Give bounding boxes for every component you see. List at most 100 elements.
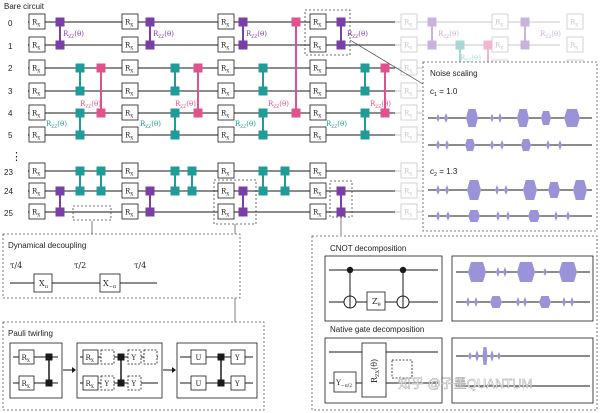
rx-gate xyxy=(400,59,418,76)
rx-gate-label-symbol: R xyxy=(32,132,38,140)
pulse-envelope xyxy=(564,109,580,127)
rx-gate-label-sub: X xyxy=(226,214,230,219)
decomposition-panel: CNOT decomposition Native gate decomposi… xyxy=(311,235,598,411)
rx-gate-label-symbol: R xyxy=(32,209,38,217)
c1-subscript: 1 xyxy=(434,92,437,98)
cnot-z-label: Zθ xyxy=(372,297,381,308)
rzz-gate-target xyxy=(360,86,370,96)
pulse-spike xyxy=(554,211,558,221)
twirl-y-bottom-symbol: Y xyxy=(234,380,240,388)
rzz-gate-label: RZZ(θ) xyxy=(63,30,84,40)
rzz-gate-label-symbol: R xyxy=(540,30,546,38)
rx-gate-label-sub: X xyxy=(130,70,134,75)
rx-gate-label-symbol: R xyxy=(313,110,319,118)
rx-gate-label: RX xyxy=(570,19,579,29)
rx-gate-label-symbol: R xyxy=(32,168,38,176)
rx-gate-label-sub: X xyxy=(318,70,322,75)
pulse-spike xyxy=(446,211,450,221)
pulse-spike xyxy=(558,140,562,150)
rx-gate xyxy=(400,126,418,143)
pulse-spike xyxy=(546,140,550,150)
rzz-gate-label: RZZ(θ) xyxy=(175,100,196,110)
pulse-spike xyxy=(566,211,570,221)
pulse-spike xyxy=(496,267,500,277)
rx-gate-label: RX xyxy=(32,88,41,98)
rx-gate-label-sub: X xyxy=(226,137,230,142)
rzz-gate-control xyxy=(258,166,268,176)
pulse-envelope xyxy=(517,262,535,282)
rx-gate-label: RX xyxy=(221,19,230,29)
rx-gate-label-sub: X xyxy=(575,24,579,29)
pulse-spike xyxy=(570,297,574,307)
rzz-gate-target xyxy=(427,40,437,50)
rzz-gate-label-sub: ZZ xyxy=(180,105,186,110)
dd-x-minus-pi-symbol: X xyxy=(103,279,109,288)
qubit-label-25: 25 xyxy=(4,209,13,218)
twirl-u-top-symbol: U xyxy=(196,354,202,362)
rzz-gate-target xyxy=(258,130,268,140)
rx-gate xyxy=(28,182,46,199)
rx-gate-label: RX xyxy=(404,110,413,120)
twirl-rx-bottom-2-symbol: R xyxy=(86,380,92,388)
rx-gate-label: RX xyxy=(221,65,230,75)
rx-gate-label: RX xyxy=(313,65,322,75)
rx-gate xyxy=(28,82,46,99)
rzz-gate-control xyxy=(427,17,437,27)
pulse-spike xyxy=(543,268,547,276)
twirl-rx-top-2 xyxy=(82,349,99,365)
rx-gate-label-sub: X xyxy=(130,193,134,198)
rx-gate-label: RX xyxy=(32,19,41,29)
rx-gate-label: RX xyxy=(125,88,134,98)
native-title: Native gate decomposition xyxy=(330,325,424,334)
rzz-gate-target xyxy=(170,86,180,96)
rx-gate-label-symbol: R xyxy=(404,88,410,96)
qubit-label-2: 2 xyxy=(8,64,13,73)
rx-gate xyxy=(400,36,418,53)
cnot-z-symbol: Z xyxy=(372,297,378,306)
rx-gate xyxy=(28,104,46,121)
rzz-gate-control xyxy=(75,63,85,73)
rx-gate-label-sub: X xyxy=(409,173,413,178)
dd-tau-2: τ/2 xyxy=(74,261,86,270)
rx-gate-label: RX xyxy=(221,42,230,52)
rx-gate xyxy=(217,82,235,99)
rx-gate-label: RX xyxy=(313,188,322,198)
twirl-title: Pauli twirling xyxy=(8,329,53,338)
rx-gate-label: RX xyxy=(32,168,41,178)
pulse-envelope xyxy=(548,182,560,198)
rzz-gate-control xyxy=(258,63,268,73)
rx-gate-label-sub: X xyxy=(130,47,134,52)
rx-gate-label-sub: X xyxy=(37,214,41,219)
rx-gate-label-sub: X xyxy=(37,137,41,142)
twirl-pauli-y-post-bottom-symbol: Y xyxy=(131,380,137,388)
rx-gate-label-symbol: R xyxy=(221,132,227,140)
rx-gate xyxy=(217,182,235,199)
rx-gate-label: RX xyxy=(125,19,134,29)
rzz-gate-label-arg: (θ) xyxy=(164,30,174,38)
pulse-envelope xyxy=(539,296,551,308)
cnot-control-dot-1 xyxy=(346,266,354,274)
rx-gate-label-sub: X xyxy=(500,24,504,29)
qubit-label-23: 23 xyxy=(4,168,13,177)
rx-gate-label-symbol: R xyxy=(313,132,319,140)
rx-gate-label: RX xyxy=(404,132,413,142)
twirl-rx-top-2-label: RX xyxy=(86,354,95,364)
rzz-gate-label: RZZ(θ) xyxy=(46,120,67,130)
rx-gate xyxy=(566,13,584,30)
rx-gate-label-symbol: R xyxy=(313,209,319,217)
rx-gate-label-sub: X xyxy=(226,93,230,98)
pulse-spike xyxy=(516,297,520,307)
rx-gate-label-symbol: R xyxy=(125,209,131,217)
rx-gate-label-sub: X xyxy=(409,193,413,198)
rx-gate xyxy=(121,59,139,76)
rzz-gate-label-symbol: R xyxy=(153,30,159,38)
rzz-gate-target xyxy=(145,207,155,217)
rzz-gate-label-arg: (θ) xyxy=(551,30,561,38)
rx-gate-label-symbol: R xyxy=(221,110,227,118)
rzz-gate-target xyxy=(55,40,65,50)
rzz-gate-label-sub: ZZ xyxy=(375,105,381,110)
rx-gate-label: RX xyxy=(125,65,134,75)
cnot-title: CNOT decomposition xyxy=(330,244,406,253)
rx-gate xyxy=(400,182,418,199)
